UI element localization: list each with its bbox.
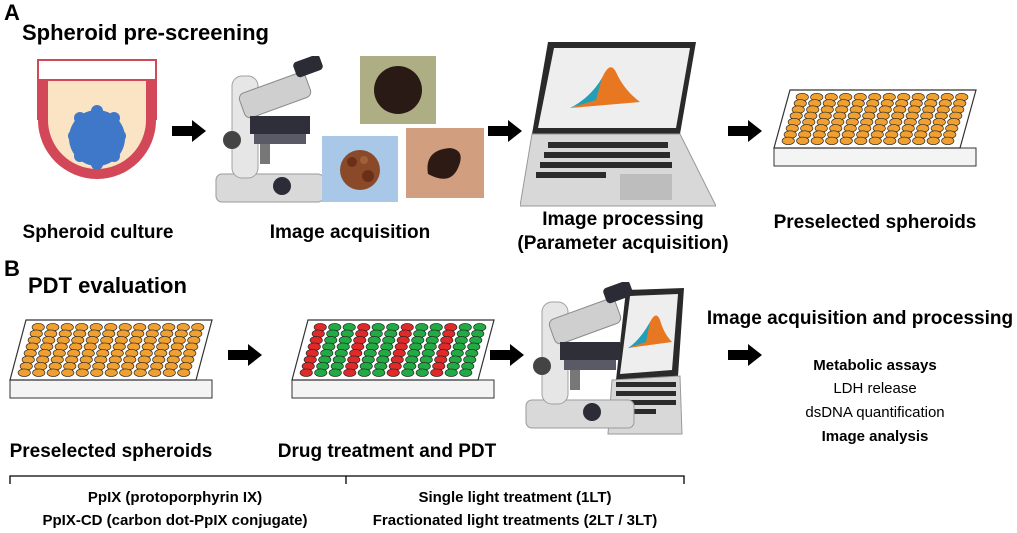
plate-well: [119, 368, 133, 377]
arrow-right-icon: [490, 344, 524, 366]
preselected-plate-illustration: [9, 319, 213, 399]
microscope-illustration: [215, 56, 325, 203]
plate-well: [75, 368, 89, 377]
spheroid-culture-label: Spheroid culture: [22, 222, 174, 243]
plate-well: [299, 368, 313, 377]
plate-well: [854, 136, 868, 145]
plate-well: [897, 136, 911, 145]
plate-well: [32, 368, 46, 377]
arrow-right-icon: [488, 120, 522, 142]
spheroid-culture-illustration: [37, 59, 157, 179]
plate-well: [810, 136, 824, 145]
plate-well: [459, 368, 473, 377]
plate-well: [133, 368, 147, 377]
preselected-spheroids-label: Preselected spheroids: [773, 212, 977, 233]
plate-well: [444, 368, 458, 377]
plate-well: [781, 136, 795, 145]
drug-ppix: PpIX (protoporphyrin IX): [87, 489, 263, 506]
plate-well: [796, 136, 810, 145]
plate-well: [372, 368, 386, 377]
drug-treatment-label: Drug treatment and PDT: [277, 441, 497, 462]
image-acquisition-processing-label: Image acquisition and processing: [706, 308, 1014, 329]
laptop-keyboard: [616, 382, 676, 414]
spheroid-image-1: [360, 56, 436, 124]
plate-well: [357, 368, 371, 377]
plate-well: [148, 368, 162, 377]
plate-well: [430, 368, 444, 377]
spheroid-image-3: [406, 128, 484, 198]
readout-image-analysis: Image analysis: [821, 428, 929, 445]
readout-ldh-release: LDH release: [833, 380, 917, 397]
image-processing-label: Image processing: [542, 209, 704, 230]
plate-well: [46, 368, 60, 377]
plate-well: [343, 368, 357, 377]
readout-dsdna: dsDNA quantification: [805, 404, 945, 421]
plate-well: [912, 136, 926, 145]
arrow-right-icon: [172, 120, 206, 142]
plate-well: [61, 368, 75, 377]
drug-ppix-cd: PpIX-CD (carbon dot-PpIX conjugate): [42, 512, 308, 529]
arrow-right-icon: [228, 344, 262, 366]
parameter-acquisition-label: (Parameter acquisition): [517, 233, 729, 254]
image-acquisition-label: Image acquisition: [269, 222, 431, 243]
plate-well: [401, 368, 415, 377]
panel-letter-a: A: [4, 0, 20, 25]
plate-well: [941, 136, 955, 145]
light-fractionated: Fractionated light treatments (2LT / 3LT…: [372, 512, 658, 529]
microscope-illustration: [525, 282, 635, 429]
plate-well: [868, 136, 882, 145]
plate-well: [926, 136, 940, 145]
panel-letter-b: B: [4, 256, 20, 281]
plate-well: [104, 368, 118, 377]
preselected-spheroids-label: Preselected spheroids: [9, 441, 213, 462]
plate-well: [90, 368, 104, 377]
light-single: Single light treatment (1LT): [418, 489, 612, 506]
bracket-divider: [9, 475, 685, 484]
panel-a-title: Spheroid pre-screening: [22, 20, 269, 45]
laptop-illustration: [520, 42, 716, 207]
arrow-right-icon: [728, 120, 762, 142]
plate-well: [162, 368, 176, 377]
plate-well: [883, 136, 897, 145]
readout-metabolic-assays: Metabolic assays: [813, 357, 937, 374]
plate-well: [839, 136, 853, 145]
plate-well: [328, 368, 342, 377]
arrow-right-icon: [728, 344, 762, 366]
plate-well: [314, 368, 328, 377]
plate-well: [825, 136, 839, 145]
plate-well: [177, 368, 191, 377]
plate-well: [17, 368, 31, 377]
spheroid-image-2: [322, 136, 398, 202]
preselected-plate-illustration: [773, 89, 977, 167]
plate-well: [415, 368, 429, 377]
panel-b-title: PDT evaluation: [28, 273, 187, 298]
plate-well: [386, 368, 400, 377]
treated-plate-illustration: [291, 319, 495, 399]
